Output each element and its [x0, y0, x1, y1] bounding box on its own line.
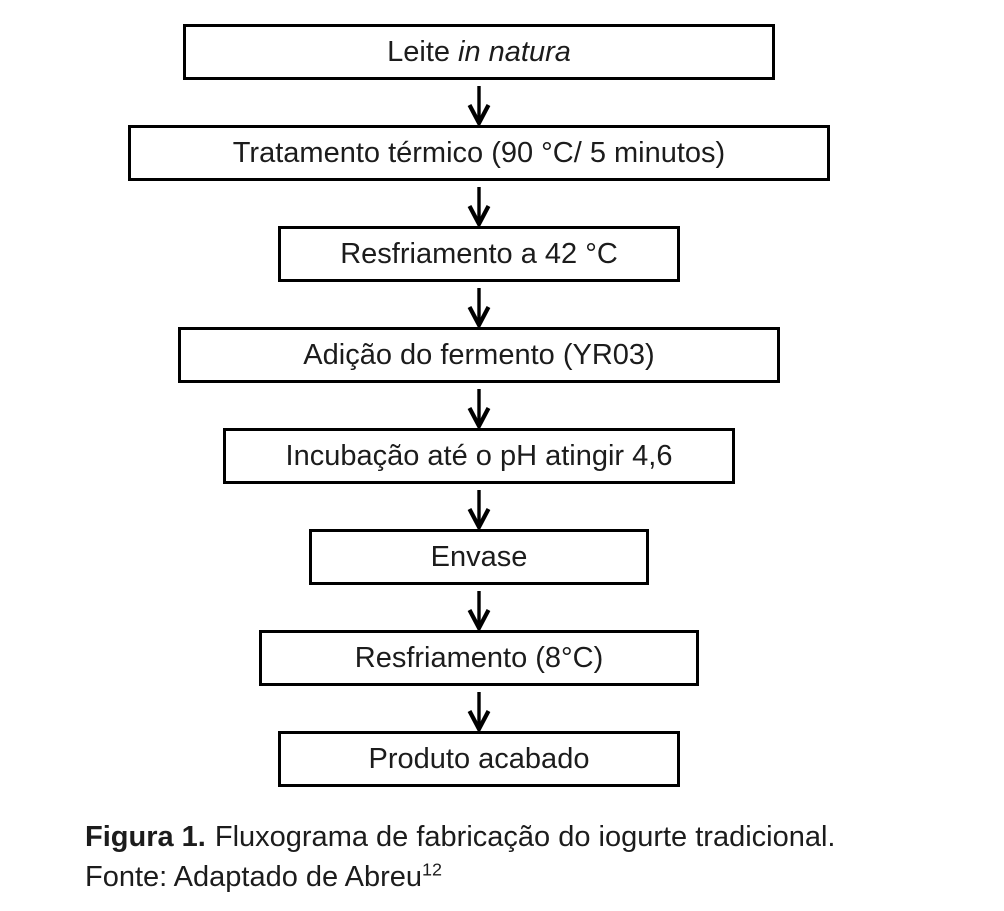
arrow-down-icon: [462, 181, 496, 226]
arrow-down-icon: [467, 389, 491, 428]
figure-source-reference: 12: [422, 859, 442, 880]
arrow-down-icon: [462, 383, 496, 428]
arrow-down-icon: [462, 484, 496, 529]
arrow-down-icon: [467, 591, 491, 630]
arrow-down-icon: [462, 80, 496, 125]
flow-step-resfriamento-8c: Resfriamento (8°C): [259, 630, 699, 686]
figure-caption-line-2: Fonte: Adaptado de Abreu12: [85, 857, 1004, 897]
arrow-down-icon: [467, 692, 491, 731]
flow-step-label: Adição do fermento (YR03): [303, 338, 655, 371]
arrow-down-icon: [467, 187, 491, 226]
arrow-down-icon: [462, 282, 496, 327]
flow-step-incubacao-ph: Incubação até o pH atingir 4,6: [223, 428, 735, 484]
figure-caption-line-1: Figura 1.Fluxograma de fabricação do iog…: [85, 817, 1004, 857]
flow-step-label: Incubação até o pH atingir 4,6: [285, 439, 673, 472]
flow-step-label: Resfriamento (8°C): [354, 641, 604, 674]
figure-source: Fonte: Adaptado de Abreu: [85, 861, 422, 894]
arrow-down-icon: [467, 86, 491, 125]
flow-step-label-italic: in natura: [458, 35, 571, 68]
arrow-down-icon: [467, 490, 491, 529]
figure-title: Fluxograma de fabricação do iogurte trad…: [214, 821, 836, 853]
arrow-down-icon: [462, 686, 496, 731]
flow-step-leite-in-natura: Leite in natura: [183, 24, 775, 80]
arrow-down-icon: [462, 585, 496, 630]
flow-step-adicao-fermento: Adição do fermento (YR03): [178, 327, 780, 383]
figure-label: Figura 1.: [85, 821, 206, 853]
flow-step-label: Resfriamento a 42 °C: [340, 237, 618, 270]
flow-step-tratamento-termico: Tratamento térmico (90 °C/ 5 minutos): [128, 125, 830, 181]
flow-step-envase: Envase: [309, 529, 649, 585]
flow-step-label: Leite: [387, 35, 451, 68]
flow-step-produto-acabado: Produto acabado: [278, 731, 680, 787]
flow-step-resfriamento-42c: Resfriamento a 42 °C: [278, 226, 680, 282]
flow-step-label: Envase: [430, 540, 528, 573]
arrow-down-icon: [467, 288, 491, 327]
flowchart: Leite in natura Tratamento térmico (90 °…: [128, 24, 830, 787]
figure-caption: Figura 1.Fluxograma de fabricação do iog…: [0, 817, 1004, 897]
flow-step-label: Produto acabado: [368, 742, 590, 775]
flow-step-label: Tratamento térmico (90 °C/ 5 minutos): [232, 136, 726, 169]
